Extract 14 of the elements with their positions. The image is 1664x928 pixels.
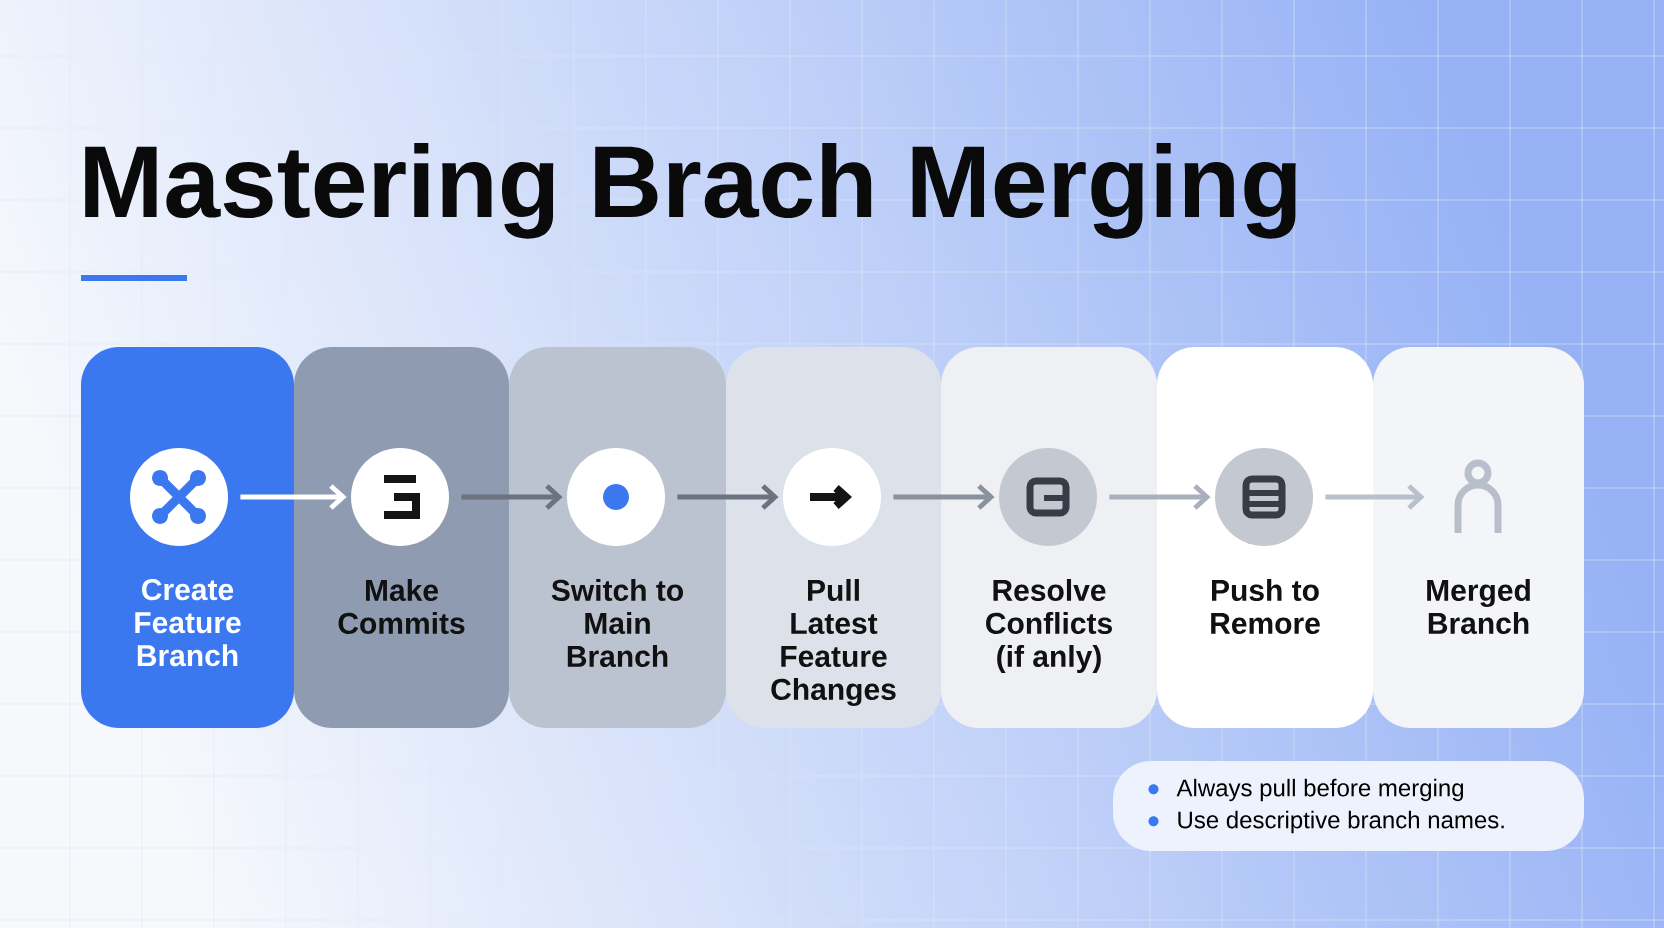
- arrow: [461, 484, 563, 510]
- icon-circle: [567, 448, 665, 546]
- title: Mastering Brach Merging: [85, 143, 1296, 239]
- arrow: [893, 484, 995, 510]
- arrow: [240, 484, 347, 510]
- arrow: [677, 484, 779, 510]
- note-box: Always pull before merging Use descriptive branch names.: [1113, 761, 1584, 851]
- icon-circle: [1215, 448, 1313, 546]
- icon-circle: [999, 448, 1097, 546]
- arrow: [1109, 484, 1211, 510]
- arrow: [1325, 484, 1425, 510]
- icon-circle: [783, 448, 881, 546]
- step-card: Merged Branch: [1373, 347, 1584, 728]
- icon-circle: [351, 448, 449, 546]
